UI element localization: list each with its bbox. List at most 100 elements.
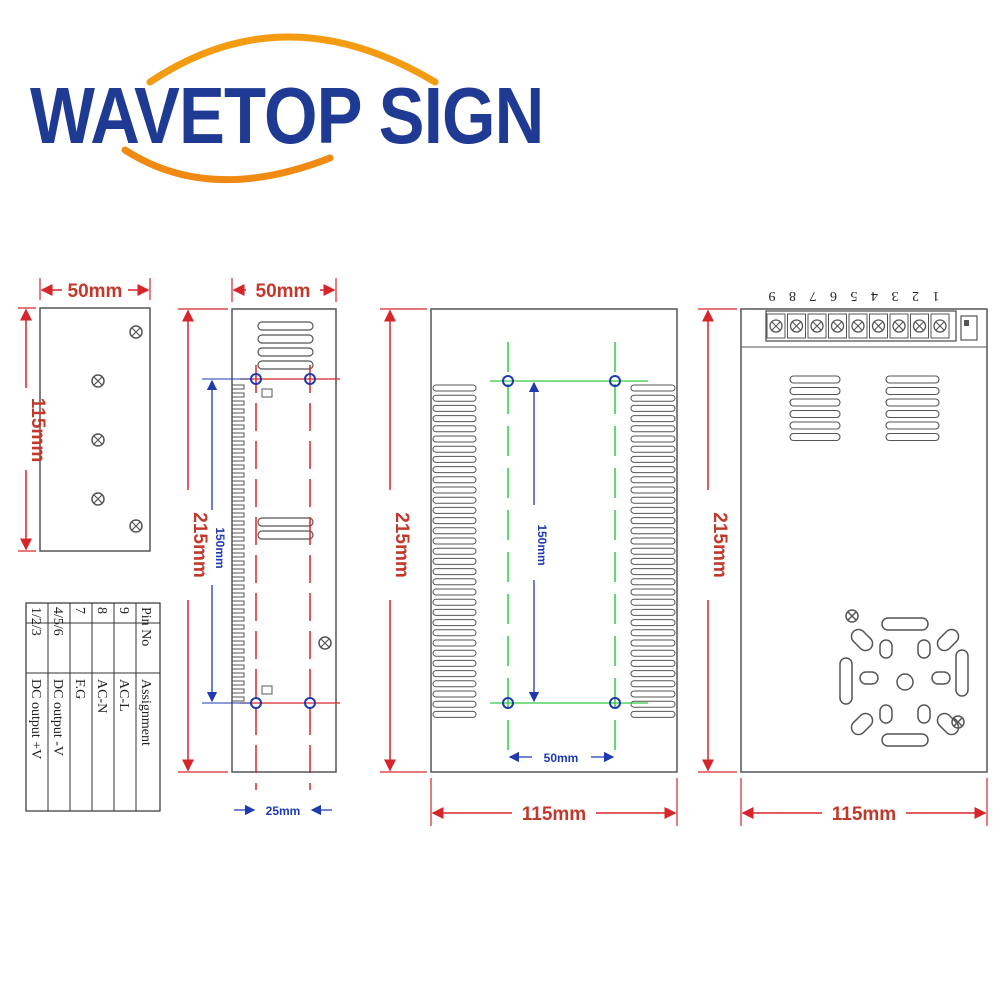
screw-cross — [853, 321, 863, 331]
pin-assignment: F.G — [72, 679, 87, 699]
vent-slot — [789, 432, 841, 442]
screw-icon — [318, 636, 332, 650]
fin-slot — [630, 404, 676, 412]
top-view-outline — [740, 308, 988, 773]
fin-slot — [432, 537, 477, 545]
pin-assignment: DC output +V — [28, 679, 43, 759]
bottom-height-label: 215mm — [391, 512, 412, 578]
screw-cross — [812, 321, 822, 331]
side-view: 50mm 115mm — [18, 278, 151, 552]
front-height-label: 215mm — [189, 512, 210, 578]
logo-swoosh-icon — [121, 33, 439, 184]
fin-slot — [630, 384, 676, 392]
fin-slot — [432, 445, 477, 453]
pin-number: 4/5/6 — [50, 607, 65, 636]
fin-slot — [432, 710, 477, 718]
screw-icon — [810, 319, 824, 333]
vent-slot — [885, 398, 940, 407]
front-view: 50mm 215mm 150mm 25mm — [178, 278, 340, 818]
terminal-cell — [930, 313, 950, 339]
brand-logo: WAVETOP SIGN — [0, 0, 560, 220]
bottom-width-label: 115mm — [522, 804, 586, 825]
screw-icon — [769, 319, 783, 333]
vent-slot — [789, 375, 841, 384]
front-hole-span-label: 150mm — [213, 527, 227, 568]
terminal-number: 7 — [810, 288, 817, 303]
fin-slot — [630, 445, 676, 453]
screw-cross — [935, 321, 945, 331]
terminal-screws — [766, 313, 950, 339]
fin-slot — [432, 425, 477, 433]
assignment-header-label: Assignment — [138, 679, 153, 746]
fin-slot — [630, 649, 676, 657]
fin-slot — [432, 680, 477, 688]
vent-slot — [885, 421, 940, 430]
terminal-number: 8 — [789, 288, 796, 303]
terminal-cell — [807, 313, 827, 339]
front-width-label: 50mm — [256, 281, 311, 302]
fin-slot — [432, 700, 477, 708]
bottom-view-right-fins — [630, 384, 676, 718]
terminal-cell — [869, 313, 888, 339]
pin-number: 8 — [94, 607, 109, 614]
pin-header-label: Pin No — [138, 607, 153, 646]
fin-slot — [432, 608, 477, 616]
screw-cross — [792, 321, 801, 331]
fin-slot — [432, 619, 477, 627]
fin-slot — [432, 527, 477, 535]
fin-slot — [432, 557, 477, 565]
vent-slot — [885, 375, 940, 384]
fan-grille-icon — [839, 609, 969, 747]
fin-slot — [630, 700, 676, 708]
pin-number: 1/2/3 — [28, 607, 43, 636]
bottom-hole-span-label: 150mm — [535, 524, 549, 565]
top-view-vents — [789, 375, 940, 442]
terminal-number: 5 — [851, 288, 858, 303]
vent-slot — [789, 386, 841, 396]
terminal-cell — [848, 313, 868, 339]
screw-icon — [851, 319, 865, 333]
screw-icon — [933, 319, 947, 333]
terminal-number: 6 — [830, 288, 837, 303]
fin-slot — [432, 455, 477, 463]
terminal-cell — [910, 313, 929, 339]
front-hole-pitch-label: 25mm — [266, 804, 301, 818]
terminal-cell — [766, 313, 786, 339]
fin-slot — [432, 598, 477, 606]
fin-slot — [630, 496, 676, 504]
fin-slot — [432, 639, 477, 647]
terminal-cell — [889, 313, 909, 339]
pin-table: Pin No Assignment 9 AC-L 8 AC-N 7 F.G 4/… — [25, 602, 161, 812]
side-view-outline — [39, 307, 151, 552]
fin-slot — [432, 404, 477, 412]
fin-slot — [432, 547, 477, 555]
screw-cross — [915, 321, 924, 331]
fin-slot — [630, 455, 676, 463]
fin-slot — [630, 435, 676, 443]
front-mounting-holes — [250, 373, 316, 709]
fin-slot — [432, 394, 477, 402]
fin-slot — [630, 598, 676, 606]
fin-slot — [630, 517, 676, 525]
fin-slot — [630, 670, 676, 678]
fin-slot — [630, 608, 676, 616]
terminal-cell — [828, 313, 847, 339]
front-view-fins — [231, 384, 245, 705]
top-width-label: 115mm — [832, 804, 896, 825]
fin-slot — [630, 710, 676, 718]
bottom-view-outline — [430, 308, 678, 773]
screw-cross — [833, 321, 842, 331]
fin-slot — [630, 486, 676, 494]
fin-slot — [630, 557, 676, 565]
terminal-number: 9 — [769, 288, 776, 303]
screw-cross — [894, 321, 904, 331]
pin-assignment: AC-L — [116, 679, 131, 712]
screw-icon — [912, 319, 927, 333]
terminal-number: 1 — [933, 288, 940, 303]
fin-slot — [630, 578, 676, 586]
fin-slot — [432, 466, 477, 474]
fin-slot — [432, 496, 477, 504]
fin-edge — [231, 384, 245, 705]
fin-slot — [432, 670, 477, 678]
